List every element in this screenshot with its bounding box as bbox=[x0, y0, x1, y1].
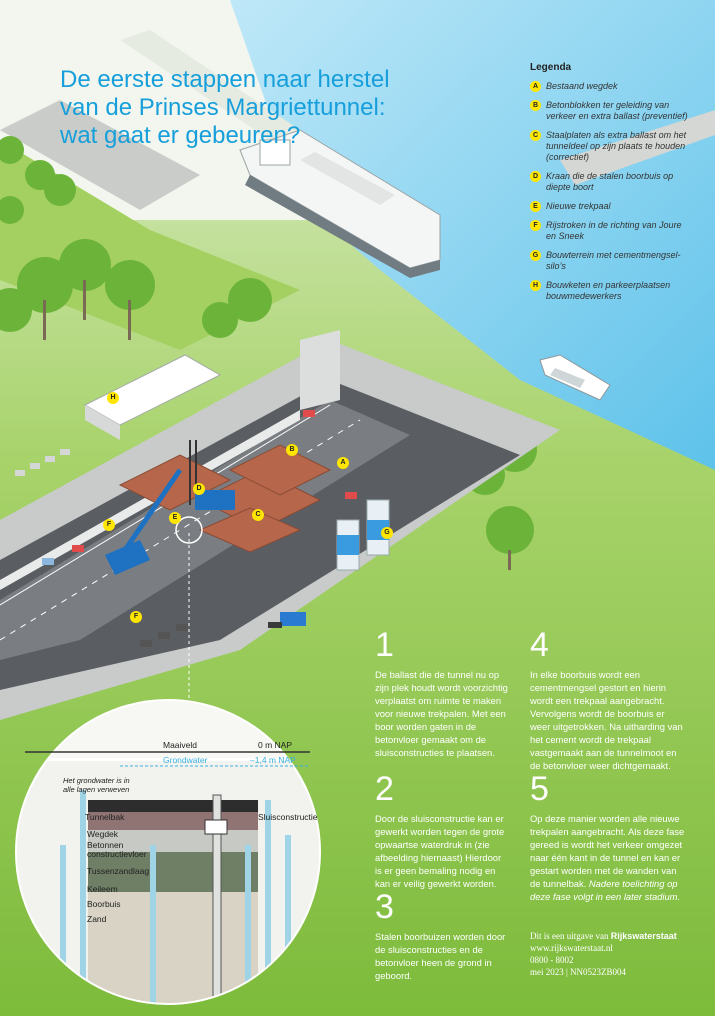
step-number: 3 bbox=[375, 888, 394, 926]
legend-badge: D bbox=[530, 171, 541, 182]
step-2: 2 Door de sluisconstructie kan er gewerk… bbox=[375, 772, 510, 890]
publisher-line: Dit is een uitgave van Rijkswaterstaat bbox=[530, 930, 677, 942]
legend-text: Bouwterrein met cementmengsel-silo’s bbox=[546, 250, 681, 271]
small-boat bbox=[539, 354, 611, 401]
legend-item: H Bouwketen en parkeerplaatsen bouwmedewe… bbox=[530, 280, 690, 302]
legend-text: Nieuwe trekpaal bbox=[546, 201, 611, 211]
traffic-cars bbox=[42, 410, 357, 565]
grondwater-label: Grondwater bbox=[163, 755, 208, 765]
legend: Legenda A Bestaand wegdek B Betonblokken t… bbox=[530, 62, 690, 310]
layer-label: Betonnen constructievloer bbox=[87, 840, 147, 859]
step-number: 4 bbox=[530, 626, 549, 664]
legend-item: D Kraan die de stalen boorbuis op diepte … bbox=[530, 171, 690, 193]
maaiveld-level: 0 m NAP bbox=[258, 740, 293, 750]
layer-label: Tunnelbak bbox=[85, 812, 125, 822]
legend-badge: A bbox=[530, 81, 541, 92]
legend-text: Rijstroken in de richting van Joure en S… bbox=[546, 220, 682, 241]
grondwater-level: –1,4 m NAP bbox=[250, 755, 296, 765]
layer-label: Zand bbox=[87, 914, 107, 924]
publisher-url[interactable]: www.rijkswaterstaat.nl bbox=[530, 943, 613, 953]
step-5-note: Nadere toelichting op deze fase volgt in… bbox=[530, 878, 681, 902]
publisher-prefix: Dit is een uitgave van bbox=[530, 931, 611, 941]
water bbox=[230, 0, 715, 470]
step-text: Op deze manier worden alle nieuwe trekpa… bbox=[530, 812, 685, 903]
map-badge-g: G bbox=[381, 527, 393, 539]
step-number: 5 bbox=[530, 770, 549, 808]
parked-cars bbox=[15, 449, 188, 647]
groundwater-note: Het grondwater is in alle lagen verweven bbox=[63, 776, 130, 794]
step-text: Door de sluisconstructie kan er gewerkt … bbox=[375, 813, 505, 889]
legend-badge: B bbox=[530, 100, 541, 111]
page-title: De eerste stappen naar herstel van de Pr… bbox=[60, 66, 440, 150]
tunnel-entrance-tower bbox=[300, 330, 340, 410]
legend-badge: G bbox=[530, 250, 541, 261]
legend-text: Kraan die de stalen boorbuis op diepte b… bbox=[546, 171, 674, 192]
legend-text: Bouwketen en parkeerplaatsen bouwmedewer… bbox=[546, 280, 671, 301]
map-badge-e: E bbox=[169, 512, 181, 524]
map-badge-h: H bbox=[107, 392, 119, 404]
step-text: In elke boorbuis wordt een cementmengsel… bbox=[530, 669, 683, 771]
legend-item: G Bouwterrein met cementmengsel-silo’s bbox=[530, 250, 690, 272]
site-office bbox=[83, 354, 222, 440]
step-3: 3 Stalen boorbuizen worden door de sluis… bbox=[375, 890, 510, 982]
legend-text: Staalplaten als extra ballast om het tun… bbox=[546, 130, 687, 162]
step-text: Stalen boorbuizen worden door de sluisco… bbox=[375, 931, 506, 981]
publisher-brand: Rijkswaterstaat bbox=[610, 931, 677, 941]
map-badge-c: C bbox=[252, 509, 264, 521]
maaiveld-label: Maaiveld bbox=[163, 740, 198, 750]
layer-label: Wegdek bbox=[87, 829, 119, 839]
publication-date: mei 2023 | NN0523ZB004 bbox=[530, 967, 627, 977]
map-badge-b: B bbox=[286, 444, 298, 456]
bulldozer bbox=[268, 612, 306, 628]
legend-badge: F bbox=[530, 220, 541, 231]
step-5-text: Op deze manier worden alle nieuwe trekpa… bbox=[530, 813, 685, 889]
step-4: 4 In elke boorbuis wordt een cementmengs… bbox=[530, 628, 685, 772]
footer: Dit is een uitgave van Rijkswaterstaat w… bbox=[530, 930, 677, 978]
legend-item: F Rijstroken in de richting van Joure en … bbox=[530, 220, 690, 242]
map-badge-f: F bbox=[103, 519, 115, 531]
layer-label: Keileem bbox=[87, 884, 118, 894]
layer-label: Boorbuis bbox=[87, 899, 121, 909]
tree-trunks bbox=[43, 280, 511, 570]
legend-badge: H bbox=[530, 280, 541, 291]
step-1: 1 De ballast die de tunnel nu op zijn pl… bbox=[375, 628, 510, 759]
legend-badge: E bbox=[530, 201, 541, 212]
legend-heading: Legenda bbox=[530, 62, 572, 73]
map-badge-d: D bbox=[193, 483, 205, 495]
road-far-right bbox=[560, 110, 715, 185]
legend-text: Betonblokken ter geleiding van verkeer e… bbox=[546, 100, 688, 121]
title-line-2: van de Prinses Margriettunnel: bbox=[60, 94, 386, 122]
legend-badge: C bbox=[530, 130, 541, 141]
sluisconstructie-label: Sluisconstructie bbox=[258, 812, 318, 822]
legend-text: Bestaand wegdek bbox=[546, 81, 618, 91]
title-line-3: wat gaat er gebeuren? bbox=[60, 122, 301, 150]
legend-item: C Staalplaten als extra ballast om het tu… bbox=[530, 130, 690, 163]
cargo-ship bbox=[239, 129, 441, 278]
road-far bbox=[0, 100, 200, 210]
step-text: De ballast die de tunnel nu op zijn plek… bbox=[375, 669, 508, 758]
legend-item: A Bestaand wegdek bbox=[530, 81, 690, 92]
steel-plates bbox=[118, 444, 332, 553]
legend-item: E Nieuwe trekpaal bbox=[530, 201, 690, 212]
step-number: 1 bbox=[375, 626, 394, 664]
title-line-1: De eerste stappen naar herstel bbox=[60, 66, 390, 94]
legend-item: B Betonblokken ter geleiding van verkeer … bbox=[530, 100, 690, 122]
publisher-phone: 0800 - 8002 bbox=[530, 955, 574, 965]
step-number: 2 bbox=[375, 770, 394, 808]
magnifier-ring bbox=[175, 516, 203, 544]
map-badge-a: A bbox=[337, 457, 349, 469]
step-5: 5 Op deze manier worden alle nieuwe trek… bbox=[530, 772, 685, 903]
cement-silos bbox=[336, 499, 390, 571]
crane bbox=[105, 440, 235, 575]
map-badge-f-2: F bbox=[130, 611, 142, 623]
layer-label: Tussenzandlaag bbox=[87, 866, 150, 876]
